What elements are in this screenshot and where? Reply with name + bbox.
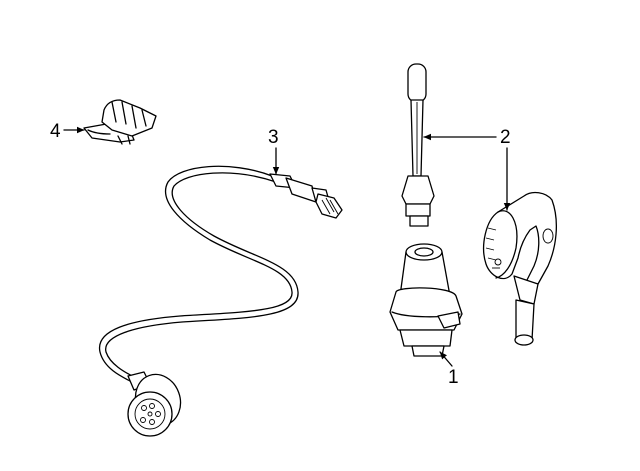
callout-label-3: 3 <box>268 127 279 148</box>
callout-2: 2 <box>423 127 511 211</box>
callout-4: 4 <box>50 121 85 142</box>
cable-part <box>98 165 343 437</box>
callout-3: 3 <box>268 127 280 175</box>
callout-label-4: 4 <box>50 121 61 142</box>
antenna-base-part <box>389 243 463 357</box>
callout-label-2: 2 <box>500 127 511 148</box>
clip-part <box>83 99 157 145</box>
callout-label-1: 1 <box>448 367 459 388</box>
antenna-mast-part <box>401 63 435 227</box>
wrench-tool-part <box>483 191 557 346</box>
callout-1: 1 <box>439 351 459 388</box>
